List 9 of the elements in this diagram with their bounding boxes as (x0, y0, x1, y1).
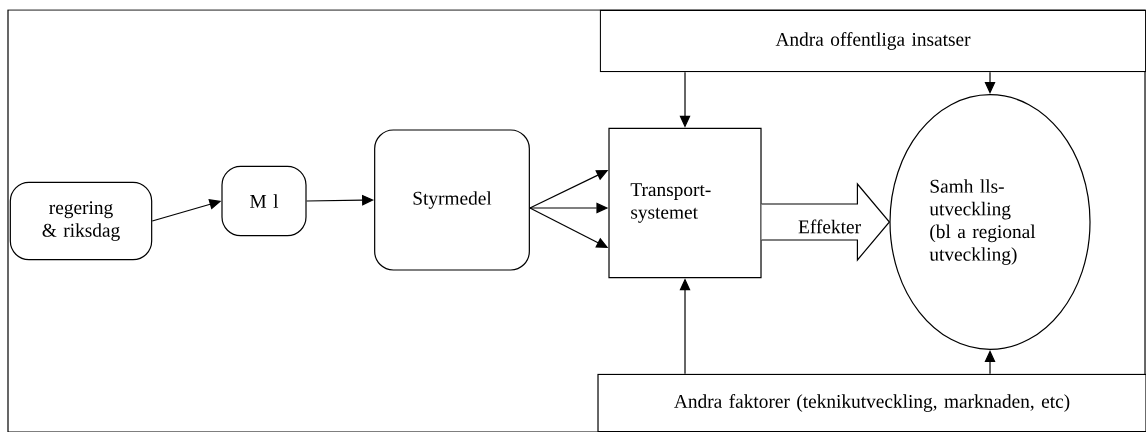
process-box: Andra offentliga insatser (599, 9, 1146, 73)
process-box: Andra faktorer (teknikutveckling, marknaden, etc) (597, 373, 1146, 432)
arrow (984, 350, 996, 375)
rounded-box: Styrmedel (374, 129, 530, 271)
rounded-box: M l (221, 165, 307, 237)
block-arrow (761, 182, 891, 262)
rounded-box: regering & riksdag (9, 181, 153, 261)
process-box: Transport- systemet (608, 127, 762, 279)
edge-label: Effekter (798, 219, 861, 234)
